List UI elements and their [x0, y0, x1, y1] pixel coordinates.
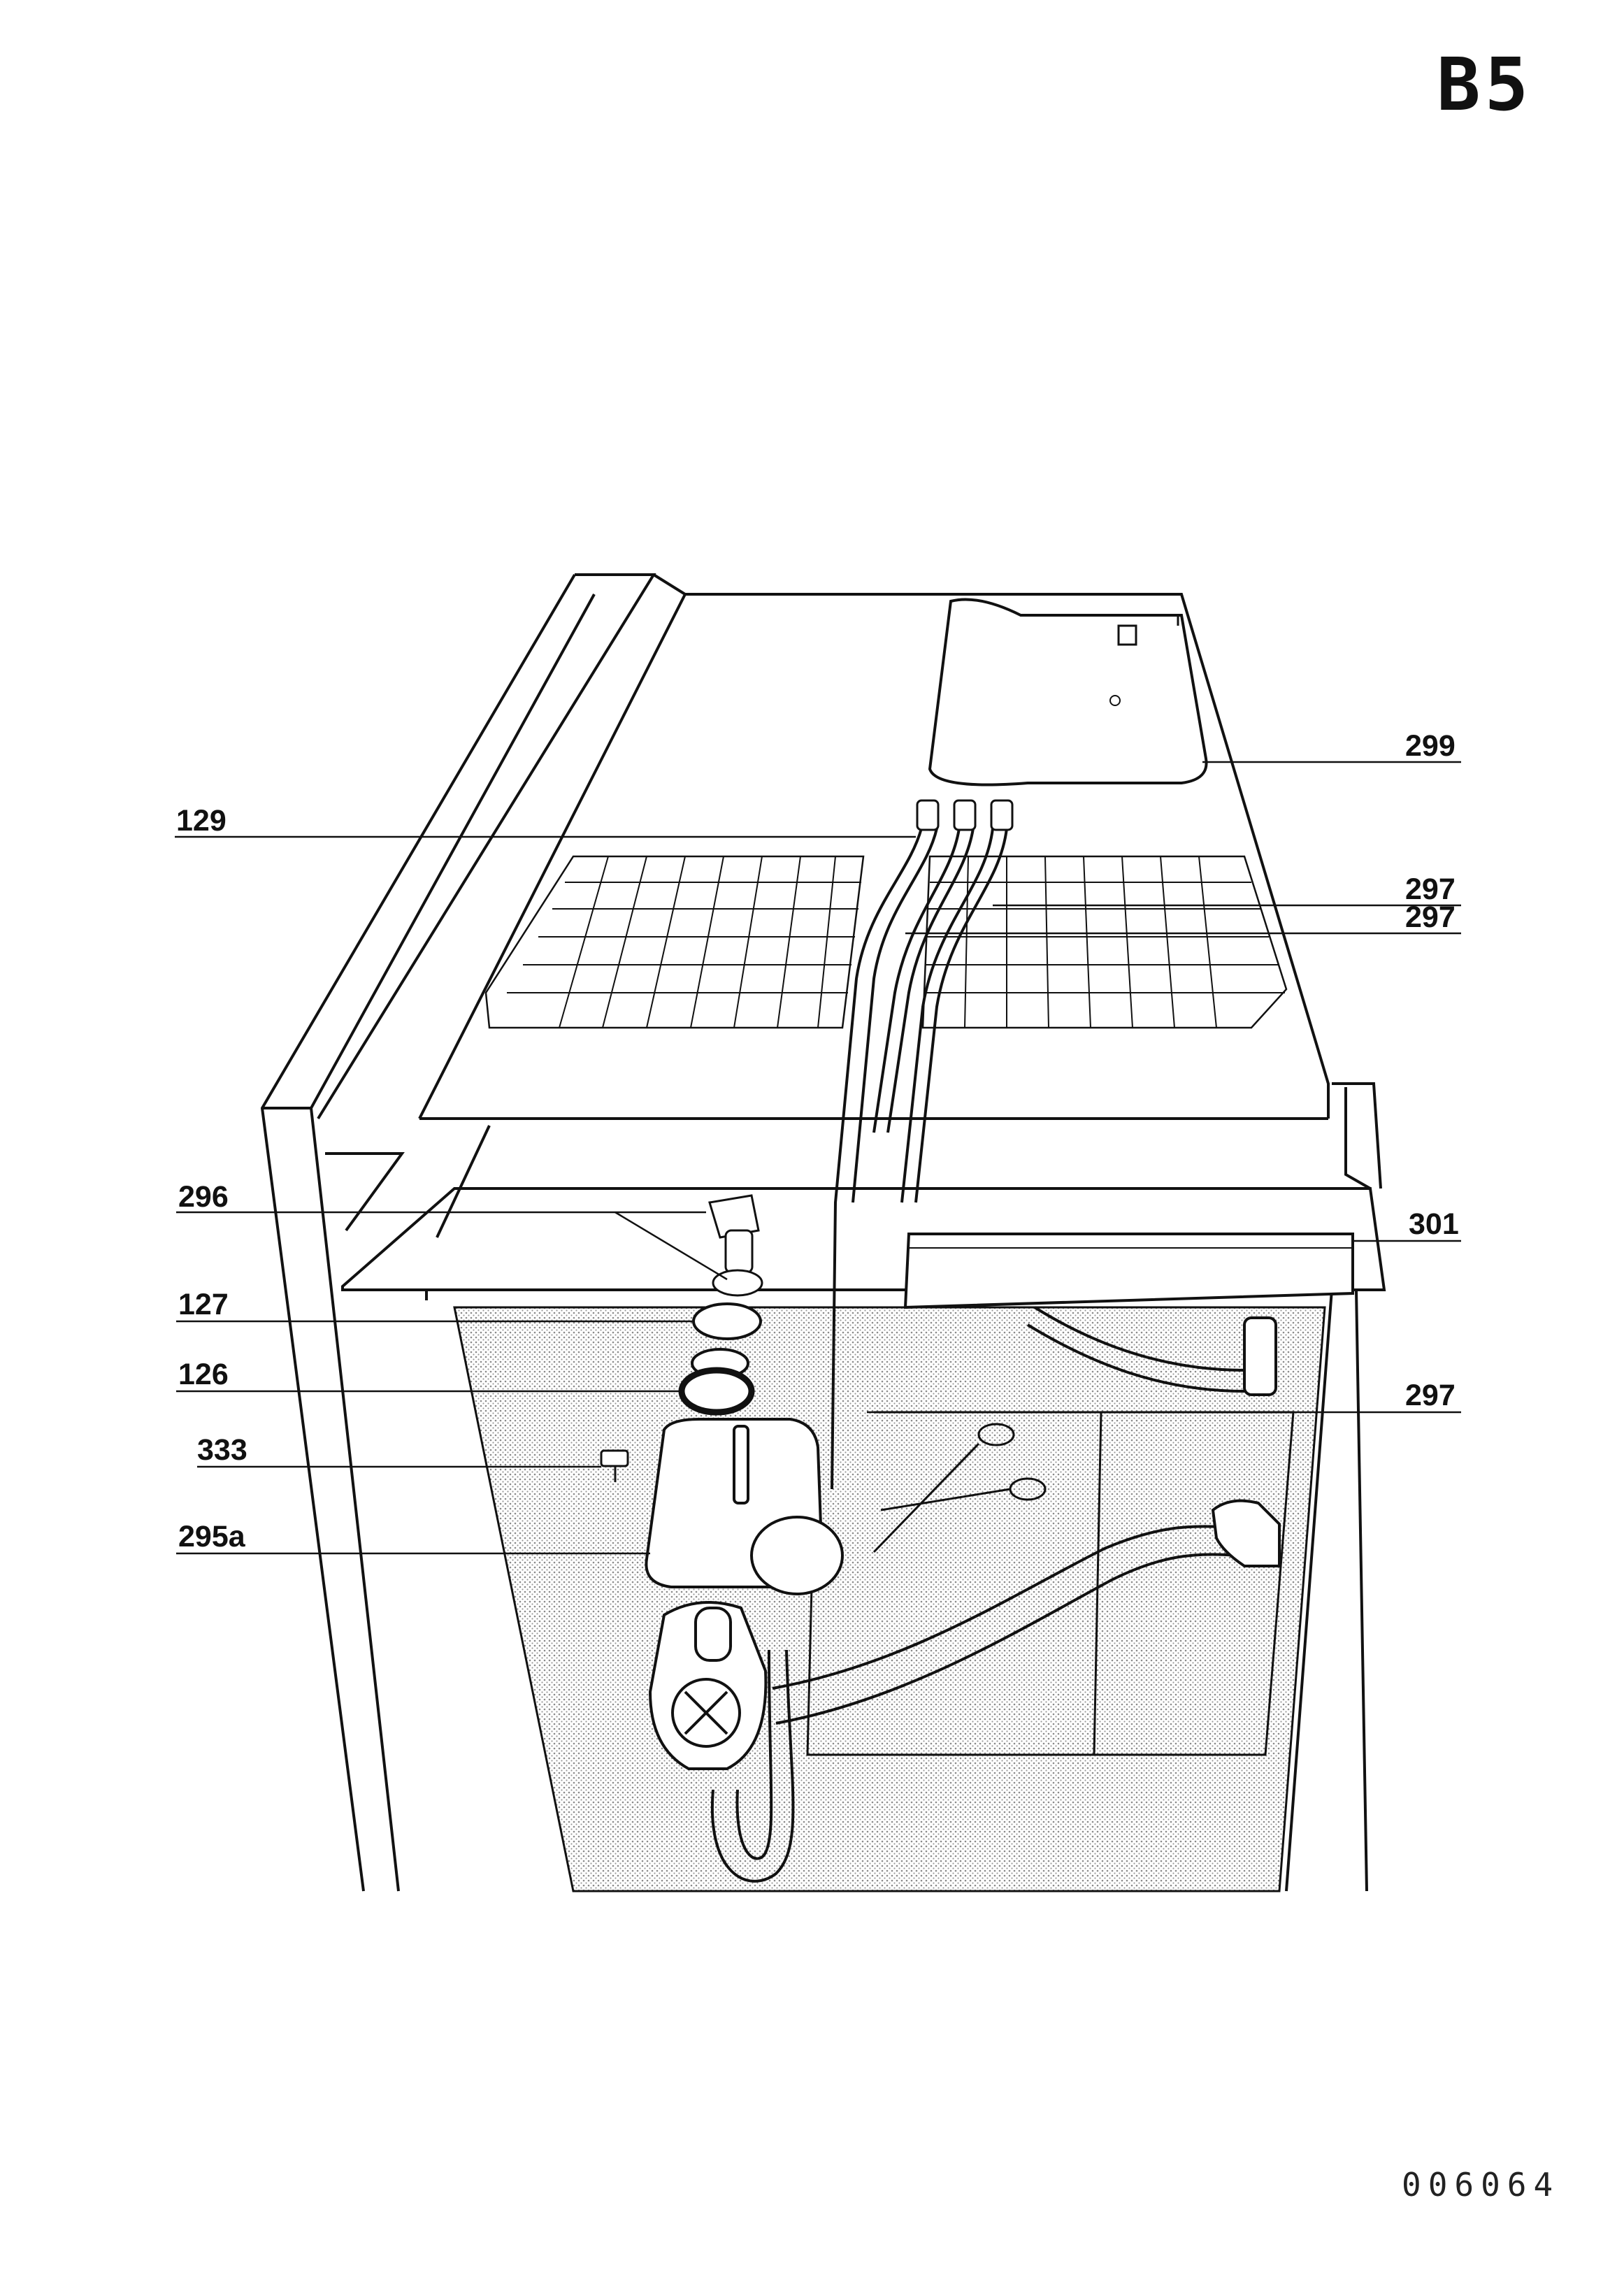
callout-299: 299 [1405, 729, 1456, 763]
valve-296 [708, 1194, 763, 1297]
tray-notch [1117, 614, 1179, 646]
callout-126: 126 [178, 1358, 229, 1391]
callout-297-middle: 297 [1405, 900, 1456, 934]
leader-lines [175, 761, 1461, 1555]
scissor-clamp [872, 1423, 1047, 1553]
tray [928, 598, 1208, 787]
side-fitting [1243, 1316, 1277, 1396]
callout-297-lower: 297 [1405, 1379, 1456, 1412]
right-grid-lines [924, 856, 1285, 1028]
side-hose-inner [1026, 1323, 1245, 1393]
callout-296: 296 [178, 1180, 229, 1214]
loop-hose-inner [735, 1649, 773, 1860]
callout-333: 333 [197, 1433, 247, 1467]
drain-hose [772, 1525, 1231, 1690]
drain-hose-inner [775, 1553, 1238, 1725]
motor-unit [648, 1601, 768, 1770]
side-hose [1033, 1306, 1245, 1372]
divider [1093, 1412, 1102, 1755]
callout-295a: 295a [178, 1520, 245, 1553]
hose-bundle [831, 828, 1008, 1490]
drain-elbow [1211, 1499, 1281, 1567]
left-grid-lines [507, 856, 861, 1028]
hose-connectors [916, 799, 1014, 831]
tray-hole [1109, 695, 1121, 706]
page-code: B5 [1437, 42, 1533, 127]
loop-hose [710, 1649, 795, 1883]
pump-housing [645, 1418, 844, 1595]
channel-part [903, 1233, 1354, 1309]
rings-127-126 [678, 1302, 762, 1416]
cabinet-body [260, 573, 1386, 1892]
callout-301: 301 [1409, 1207, 1459, 1241]
callout-297-upper: 297 [1405, 872, 1456, 906]
left-grid-plate [484, 855, 865, 1029]
base-panel [453, 1306, 1326, 1892]
callout-129: 129 [176, 804, 227, 838]
clip-333 [600, 1449, 629, 1482]
document-number: 006064 [1402, 2166, 1560, 2204]
callout-127: 127 [178, 1288, 229, 1321]
